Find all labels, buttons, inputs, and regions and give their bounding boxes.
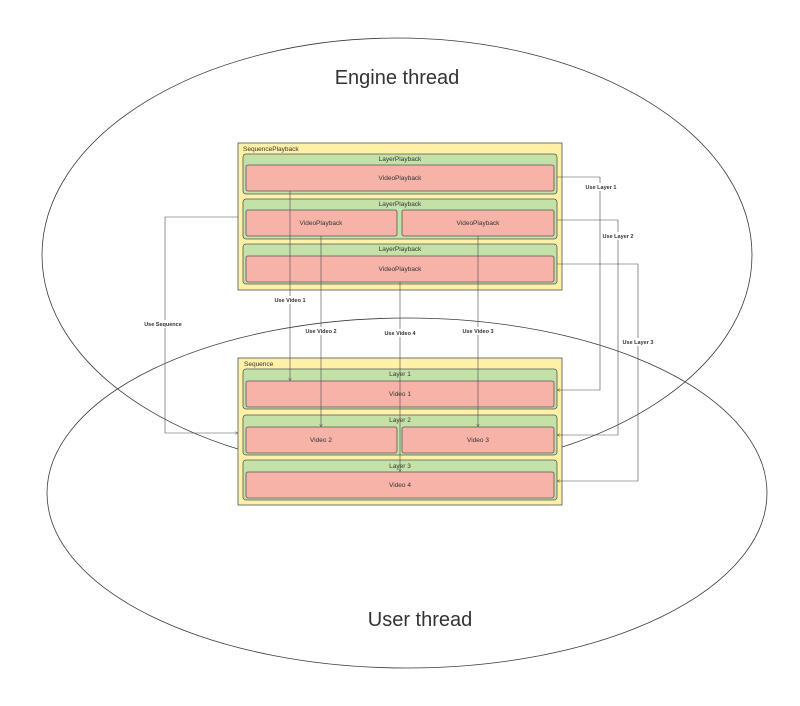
use-layer-2-label-bg xyxy=(602,232,634,240)
user-thread-ellipse xyxy=(46,317,768,669)
layer-playback-1-title: LayerPlayback xyxy=(379,156,422,163)
video-2-label: Video 2 xyxy=(310,437,332,444)
video-3-label: Video 3 xyxy=(467,437,489,444)
use-video-3-label: Use Video 3 xyxy=(462,329,493,335)
use-video-1-label-bg xyxy=(273,296,307,304)
use-video-2-label-bg xyxy=(304,327,338,335)
use-layer-3-label-bg xyxy=(622,338,654,346)
use-video-4-label-bg xyxy=(383,329,417,337)
sequence-title: Sequence xyxy=(244,361,274,368)
video-playback-2-label: VideoPlayback xyxy=(300,220,344,227)
video-playback-1 xyxy=(245,164,555,192)
use-video-2-label: Use Video 2 xyxy=(305,329,336,335)
layer-playback-2-title: LayerPlayback xyxy=(379,201,422,208)
engine-thread-label: Engine thread xyxy=(335,67,460,89)
use-layer-1-label-bg xyxy=(585,183,617,191)
video-4-label: Video 4 xyxy=(389,482,411,489)
layer-playback-3-title: LayerPlayback xyxy=(379,246,422,253)
video-playback-4-label: VideoPlayback xyxy=(379,266,423,273)
video-playback-2 xyxy=(245,209,398,237)
use-video-1-label: Use Video 1 xyxy=(274,298,305,304)
video-playback-3-label: VideoPlayback xyxy=(457,220,501,227)
use-layer-2-label: Use Layer 2 xyxy=(603,234,634,240)
use-video-3-label-bg xyxy=(461,327,495,335)
use-layer-3-connector xyxy=(557,263,639,481)
use-layer-1-label: Use Layer 1 xyxy=(586,185,617,191)
use-sequence-label: Use Sequence xyxy=(144,322,182,328)
sequence-playback-title: SequencePlayback xyxy=(243,146,299,153)
use-sequence-label-bg xyxy=(142,320,184,328)
use-layer-1-connector xyxy=(557,176,601,390)
use-layer-2-connector xyxy=(557,219,619,435)
user-thread-label: User thread xyxy=(368,609,473,631)
use-video-4-label: Use Video 4 xyxy=(384,331,416,337)
video-playback-1-label: VideoPlayback xyxy=(379,175,423,182)
use-layer-3-label: Use Layer 3 xyxy=(623,340,654,346)
